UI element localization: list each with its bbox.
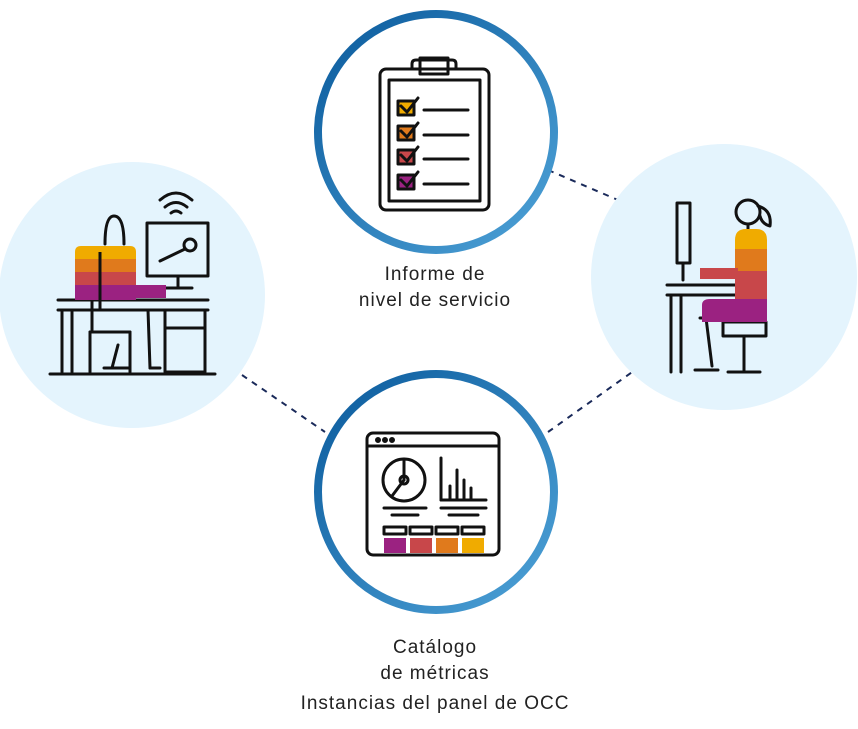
left-person-torso: [75, 246, 136, 300]
metrics-label-line1: Catálogo: [392, 637, 478, 658]
metrics-label: Catálogo de métricas: [300, 635, 570, 687]
metrics-ring: [314, 370, 558, 614]
connector-bottom-right: [547, 369, 636, 433]
service-report-ring: [314, 10, 558, 254]
right-person-arm: [700, 268, 738, 279]
right-person-node: [591, 144, 857, 410]
connectors: [241, 169, 636, 433]
service-report-label-line2: nivel de servicio: [358, 290, 512, 311]
service-report-label: Informe de nivel de servicio: [300, 262, 570, 314]
person-at-desk-with-monitor-icon: [48, 191, 217, 376]
metrics-node: [314, 370, 558, 614]
connector-top-right: [547, 169, 619, 201]
connector-left-bottom: [241, 374, 326, 433]
left-person-arm: [136, 285, 166, 298]
clipboard-checklist-icon: [378, 56, 491, 212]
metrics-label-line2: de métricas: [380, 663, 490, 684]
right-person-lap: [702, 299, 736, 322]
dashboard-window-icon: [365, 431, 501, 557]
person-sitting-at-desk-icon: [665, 198, 772, 374]
service-report-label-line1: Informe de: [384, 264, 486, 285]
right-person-torso: [735, 229, 767, 322]
left-person-node: [0, 162, 265, 428]
metrics-label-line3: Instancias del panel de OCC: [300, 693, 570, 714]
service-report-node: [314, 10, 558, 254]
